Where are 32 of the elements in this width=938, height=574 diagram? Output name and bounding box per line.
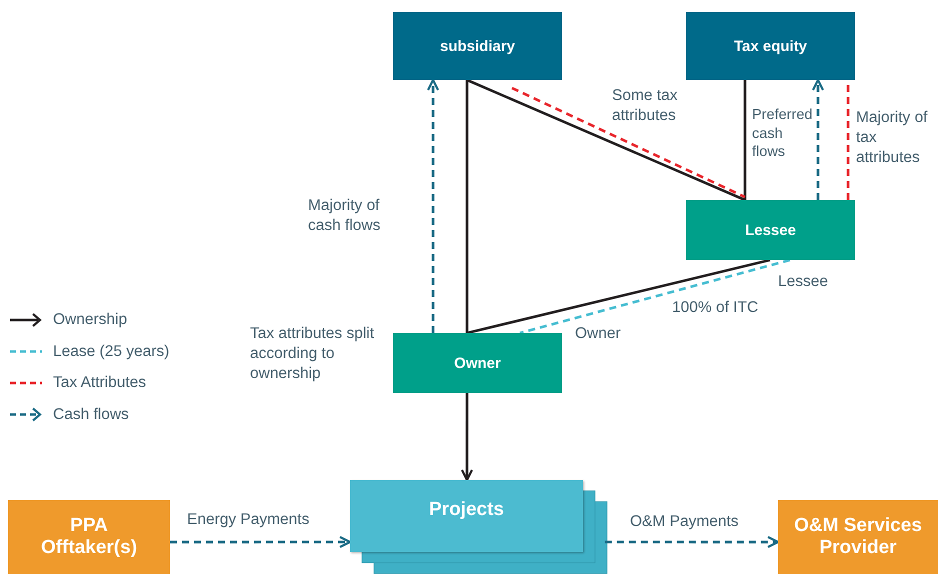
- edge-label: 100% of ITC: [672, 298, 760, 318]
- process-box: PPA Offtaker(s): [8, 500, 170, 574]
- connector: [466, 78, 746, 202]
- connector: [466, 258, 770, 334]
- annotation-text: Tax attributes split according to ownership: [250, 324, 376, 384]
- edge-label: Energy Payments: [187, 510, 310, 530]
- connector: [460, 393, 474, 482]
- legend-label: Cash flows: [53, 404, 129, 424]
- legend-label: Lease (25 years): [53, 342, 170, 362]
- edge-label: Some tax attributes: [612, 86, 678, 126]
- connector: [812, 78, 824, 200]
- connector: [511, 86, 746, 198]
- annotation-text: Lessee: [778, 272, 829, 292]
- process-box: O&M Services Provider: [778, 500, 938, 574]
- process-box: Projects: [350, 480, 583, 552]
- process-box: Lessee: [686, 200, 855, 260]
- legend-label: Tax Attributes: [53, 373, 146, 393]
- edge-label: Majority of tax attributes: [856, 108, 928, 168]
- annotation-text: Owner: [575, 324, 622, 344]
- edge-label: O&M Payments: [630, 512, 740, 532]
- process-box: Owner: [393, 333, 562, 393]
- connector: [426, 78, 440, 333]
- connector: [604, 536, 780, 548]
- process-box: Tax equity: [686, 12, 855, 80]
- connector: [520, 258, 790, 334]
- legend-label: Ownership: [53, 310, 128, 330]
- connector: [170, 536, 352, 548]
- edge-label: Preferred cash flows: [752, 106, 814, 162]
- connector: [744, 80, 746, 200]
- connector: [466, 80, 468, 333]
- process-box: subsidiary: [393, 12, 562, 80]
- edge-label: Majority of cash flows: [308, 196, 382, 236]
